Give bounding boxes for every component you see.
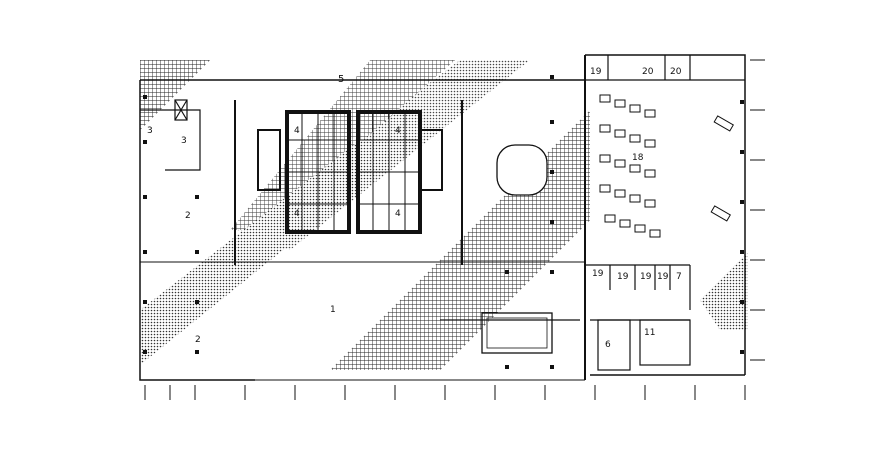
- office-desks: [599, 94, 734, 238]
- room-label: 18: [632, 153, 644, 163]
- right-wing: [585, 55, 745, 371]
- room-label: 19: [590, 67, 602, 77]
- parking-strip: [481, 312, 553, 354]
- room-label: 4: [294, 126, 300, 136]
- exterior-walls: [139, 54, 746, 381]
- room-label: 19: [640, 272, 652, 282]
- room-label: 4: [395, 209, 401, 219]
- room-label: 11: [644, 328, 655, 338]
- room-label: 7: [676, 272, 682, 282]
- room-label: 20: [642, 67, 654, 77]
- room-label: 19: [617, 272, 629, 282]
- room-label: 19: [592, 269, 604, 279]
- left-rooms: [140, 99, 201, 171]
- room-label: 2: [195, 335, 201, 345]
- room-label: 3: [147, 126, 153, 136]
- room-label: 20: [670, 67, 682, 77]
- room-label: 3: [181, 136, 187, 146]
- diagonal-bands: [140, 60, 748, 370]
- tower-cores: [234, 100, 463, 265]
- room-label: 19: [657, 272, 669, 282]
- room-label: 2: [185, 211, 191, 221]
- room-label: 4: [294, 209, 300, 219]
- column-grid: [143, 75, 744, 369]
- room-labels: 1 2 2 3 3 4 4 4 4 5 6 7 11 18 19 19 19 1…: [147, 67, 682, 350]
- room-label: 5: [338, 74, 344, 85]
- grid-ticks: [144, 59, 765, 400]
- skylight: [496, 144, 548, 196]
- room-label: 4: [395, 126, 401, 136]
- room-label: 1: [330, 305, 336, 315]
- room-label: 6: [605, 340, 611, 350]
